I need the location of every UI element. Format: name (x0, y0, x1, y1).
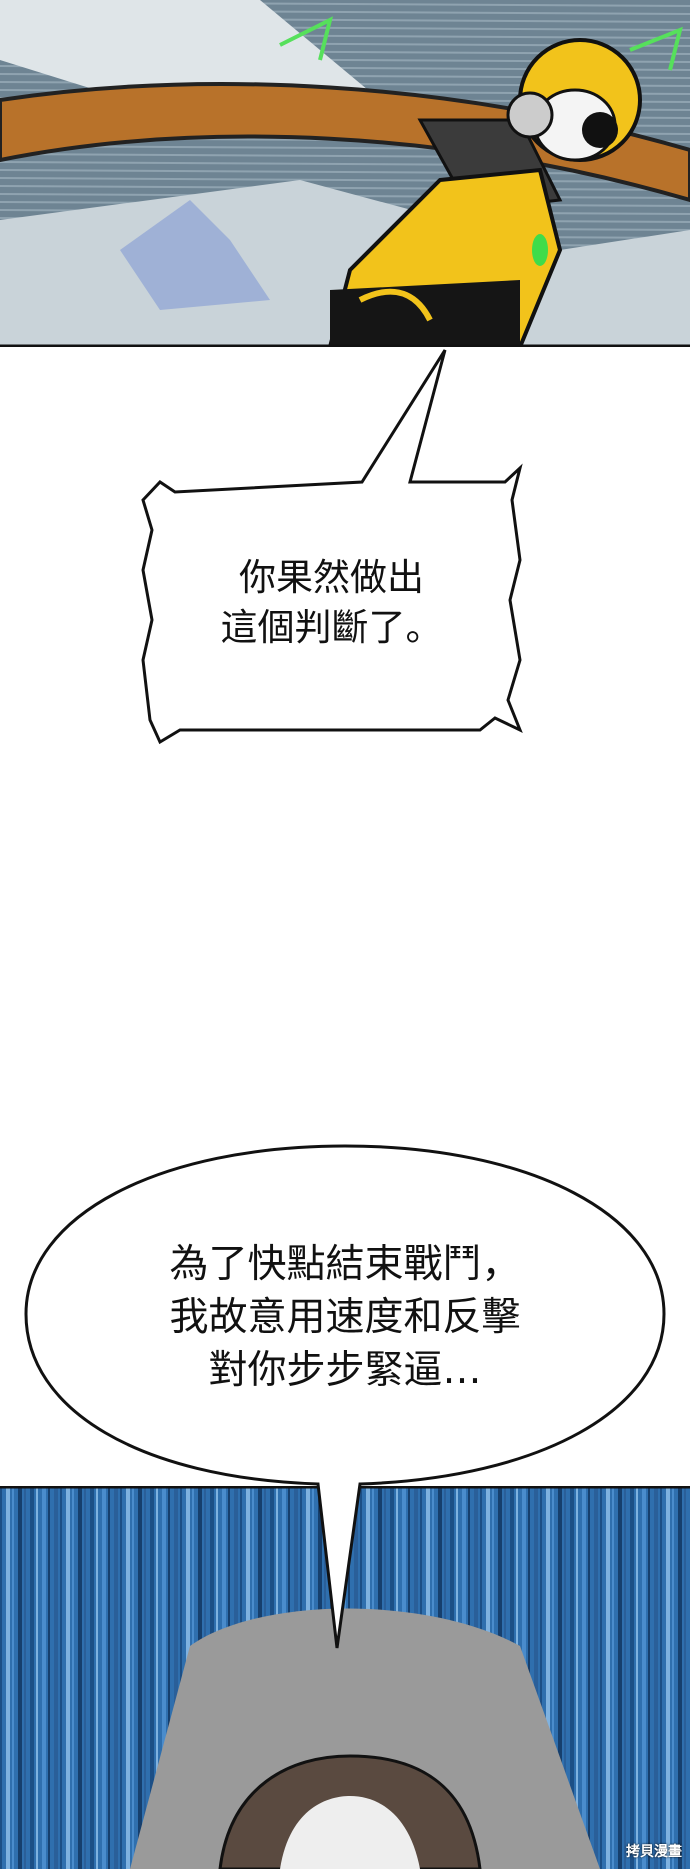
speed-line (666, 1486, 670, 1869)
watermark: 拷貝漫畫 (626, 1844, 682, 1860)
speed-line (606, 1486, 610, 1869)
speed-line (30, 1486, 34, 1869)
speed-line (108, 1486, 110, 1869)
speed-line (162, 1486, 166, 1869)
speed-line (678, 1486, 682, 1869)
speed-line (636, 1486, 638, 1869)
speed-line (102, 1486, 106, 1869)
speed-line (624, 1486, 626, 1869)
speed-line (600, 1486, 602, 1869)
speed-line (114, 1486, 118, 1869)
speed-line (96, 1486, 98, 1869)
speed-line (126, 1486, 130, 1869)
speed-line (60, 1486, 62, 1869)
speed-line (540, 1486, 542, 1869)
speed-line (156, 1486, 158, 1869)
speed-line (558, 1486, 562, 1869)
speed-line (0, 1486, 2, 1869)
speech-line: 我故意用速度和反擊 (169, 1295, 521, 1340)
speed-line (552, 1486, 554, 1869)
speed-line (630, 1486, 634, 1869)
speed-line (576, 1486, 578, 1869)
action-panel (0, 0, 690, 347)
speech-line: 為了快點結束戰鬥， (169, 1242, 521, 1287)
speed-line (144, 1486, 146, 1869)
speed-line (612, 1486, 614, 1869)
speed-line (18, 1486, 22, 1869)
speed-line (564, 1486, 566, 1869)
robot-action-illustration (0, 0, 690, 347)
speed-line (78, 1486, 82, 1869)
speed-line (66, 1486, 70, 1869)
speed-line (660, 1486, 662, 1869)
spiky-speech-bubble (141, 349, 523, 745)
speed-line (180, 1486, 182, 1869)
speech-text-second: 為了快點結束戰鬥， 我故意用速度和反擊 對你步步緊逼… (60, 1238, 630, 1397)
speed-lines-illustration (0, 1486, 690, 1869)
speed-line (168, 1486, 170, 1869)
speed-line (24, 1486, 26, 1869)
speed-line (546, 1486, 550, 1869)
speed-line (618, 1486, 622, 1869)
speed-line (654, 1486, 658, 1869)
speed-line (90, 1486, 94, 1869)
closeup-panel: 拷貝漫畫 (0, 1486, 690, 1869)
speech-line: 你果然做出 (239, 556, 424, 599)
speed-line (582, 1486, 586, 1869)
speed-line (138, 1486, 142, 1869)
speed-line (72, 1486, 74, 1869)
speed-line (42, 1486, 46, 1869)
oval-speech-bubble (24, 1144, 666, 1649)
speech-line: 這個判斷了。 (220, 606, 443, 649)
speed-line (684, 1486, 686, 1869)
speed-line (120, 1486, 122, 1869)
speech-text-first: 你果然做出 這個判斷了。 (143, 553, 520, 653)
speed-line (174, 1486, 178, 1869)
speed-line (12, 1486, 14, 1869)
speed-line (132, 1486, 134, 1869)
speed-line (672, 1486, 674, 1869)
speed-line (48, 1486, 50, 1869)
speed-line (648, 1486, 650, 1869)
speed-line (54, 1486, 58, 1869)
speed-line (84, 1486, 86, 1869)
speed-line (588, 1486, 590, 1869)
speed-line (6, 1486, 10, 1869)
speed-line (642, 1486, 646, 1869)
speed-line (36, 1486, 38, 1869)
speed-line (534, 1486, 538, 1869)
speech-line: 對你步步緊逼… (208, 1348, 482, 1393)
speed-line (150, 1486, 154, 1869)
speed-line (594, 1486, 598, 1869)
speed-line (570, 1486, 574, 1869)
